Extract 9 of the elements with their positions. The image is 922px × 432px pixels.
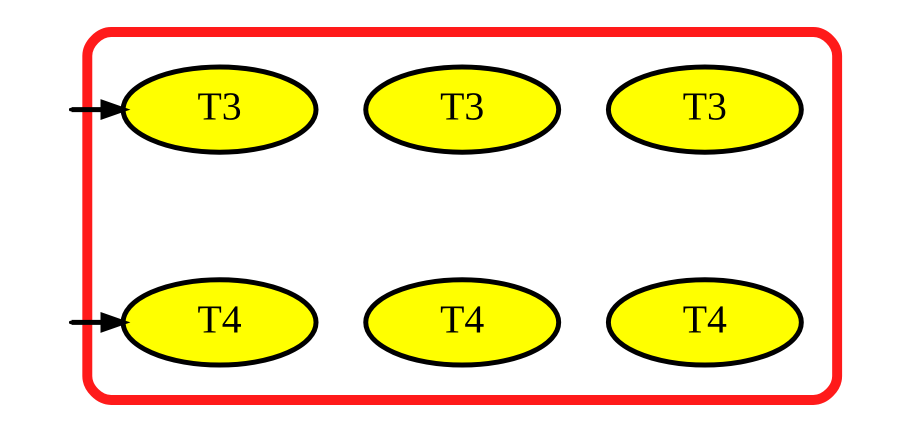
node-ellipse: T3 <box>120 64 318 155</box>
node-ellipse: T4 <box>605 277 804 368</box>
cluster <box>82 27 842 405</box>
node-ellipse: T3 <box>362 64 561 155</box>
node-ellipse: T3 <box>605 64 804 155</box>
node-ellipse: T4 <box>120 277 318 368</box>
arrow <box>70 99 130 120</box>
node-ellipse: T4 <box>362 277 561 368</box>
arrow <box>70 312 130 333</box>
